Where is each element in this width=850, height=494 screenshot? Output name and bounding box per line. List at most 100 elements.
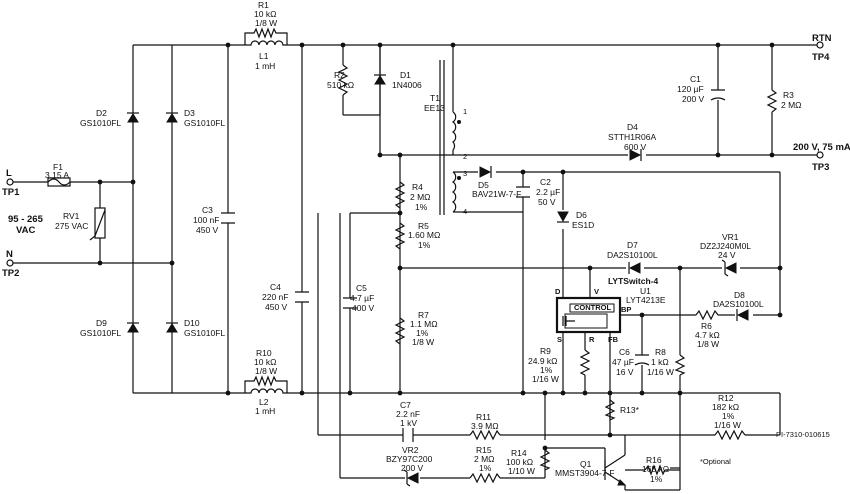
resistor-r10 <box>244 375 288 393</box>
diode-d4 <box>629 149 642 161</box>
tp2-label: TP2 <box>2 268 19 279</box>
rv1-ref: RV1 <box>63 211 80 221</box>
tp4-terminal <box>816 41 824 49</box>
c3-value: 100 nF <box>193 215 219 225</box>
r12-ref: R12 <box>718 393 734 403</box>
d7-value: DA2S10100L <box>607 250 658 260</box>
r13-ref: R13* <box>620 405 640 415</box>
t1-ref: T1 <box>430 93 440 103</box>
u1-pin-fb: FB <box>608 335 619 344</box>
figure-id: PI-7310-010615 <box>776 430 830 439</box>
resistor-r12 <box>714 429 746 441</box>
c6-ref: C6 <box>619 347 630 357</box>
c3-rating: 450 V <box>196 225 219 235</box>
d8-ref: D8 <box>734 290 745 300</box>
capacitor-c3 <box>221 212 235 224</box>
vr2-rating: 200 V <box>401 463 424 473</box>
vr1-value: DZ2J240M0L <box>700 241 751 251</box>
resistor-r9 <box>579 349 591 376</box>
diode-d6 <box>557 211 569 223</box>
q1-ref: Q1 <box>580 459 592 469</box>
c5-rating: 400 V <box>352 303 375 313</box>
u1-pin-s: S <box>557 335 562 344</box>
capacitor-c6 <box>634 354 650 366</box>
r2-value: 510 kΩ <box>327 80 354 90</box>
l1-value: 1 mH <box>255 61 275 71</box>
c6-value: 47 µF <box>612 357 634 367</box>
resistor-r6 <box>695 309 719 321</box>
c2-ref: C2 <box>540 177 551 187</box>
diode-d5 <box>479 166 492 178</box>
resistor-r5 <box>394 222 406 250</box>
u1-pin-r: R <box>589 335 595 344</box>
d1-ref: D1 <box>400 70 411 80</box>
c4-value: 220 nF <box>262 292 288 302</box>
tp1-label: TP1 <box>2 187 20 198</box>
d5-ref: D5 <box>478 180 489 190</box>
l1-ref: L1 <box>259 51 269 61</box>
d4-ref: D4 <box>627 122 638 132</box>
c5-value: 4.7 µF <box>350 293 374 303</box>
t1-pin4: 4 <box>463 207 467 216</box>
tp3-label: TP3 <box>812 162 829 173</box>
d1-value: 1N4006 <box>392 80 422 90</box>
r14-value: 100 kΩ <box>506 457 533 467</box>
diode-d9 <box>127 322 139 333</box>
d8-value: DA2S10100L <box>713 299 764 309</box>
tp4-label: TP4 <box>812 52 830 63</box>
c7-rating: 1 kV <box>400 418 417 428</box>
resistor-r14 <box>539 449 551 471</box>
r2-ref: R2 <box>334 70 345 80</box>
d7-ref: D7 <box>627 240 638 250</box>
d9-ref: D9 <box>96 318 107 328</box>
u1-control-label: CONTROL <box>574 303 611 312</box>
r6-ref: R6 <box>701 321 712 331</box>
optional-note: *Optional <box>700 457 731 466</box>
r7-ref: R7 <box>418 310 429 320</box>
capacitor-c5 <box>343 297 357 309</box>
c2-value: 2.2 µF <box>536 187 560 197</box>
tp3-net-label: 200 V, 75 mA <box>793 142 850 153</box>
capacitor-c7 <box>402 428 414 442</box>
tp1-terminal <box>6 178 14 186</box>
r8-value: 1 kΩ <box>651 357 669 367</box>
d4-rating: 600 V <box>624 142 647 152</box>
zener-vr2 <box>403 469 419 487</box>
zener-vr1 <box>721 259 737 277</box>
tp3-terminal <box>816 151 824 159</box>
tp1-net-label: L <box>6 168 12 179</box>
d5-value: BAV21W-7-F <box>472 189 521 199</box>
r3-ref: R3 <box>783 90 794 100</box>
c1-value: 120 µF <box>677 84 704 94</box>
r7-value: 1.1 MΩ <box>410 319 438 329</box>
c7-ref: C7 <box>400 400 411 410</box>
ic-u1 <box>555 296 622 334</box>
resistor-r15 <box>469 472 501 484</box>
resistor-r8 <box>674 354 686 376</box>
component-labels: L TP1 N TP2 RTN TP4 200 V, 75 mA TP3 95 … <box>2 0 850 484</box>
r7-rating: 1/8 W <box>412 337 434 347</box>
r14-ref: R14 <box>511 448 527 458</box>
d10-value: GS1010FL <box>184 328 225 338</box>
r15-ref: R15 <box>476 445 492 455</box>
r10-rating: 1/8 W <box>255 366 277 376</box>
r16-tol: 1% <box>650 474 663 484</box>
l2-value: 1 mH <box>255 406 275 416</box>
vr1-ref: VR1 <box>722 232 739 242</box>
d4-value: STTH1R06A <box>608 132 657 142</box>
junction-dots <box>97 42 783 451</box>
diode-d7 <box>628 262 641 274</box>
r11-value: 3.9 MΩ <box>471 421 499 431</box>
t1-pin3: 3 <box>463 169 467 178</box>
inductor-l2 <box>245 388 287 394</box>
r8-ref: R8 <box>655 347 666 357</box>
d9-value: GS1010FL <box>80 328 121 338</box>
resistor-r16 <box>644 464 666 476</box>
resistor-r13 <box>604 399 616 421</box>
c2-rating: 50 V <box>538 197 556 207</box>
input-voltage-label: 95 - 265 <box>8 214 44 225</box>
u1-pin-d: D <box>555 287 561 296</box>
tp4-net-label: RTN <box>812 33 832 44</box>
component-symbols <box>6 27 824 487</box>
